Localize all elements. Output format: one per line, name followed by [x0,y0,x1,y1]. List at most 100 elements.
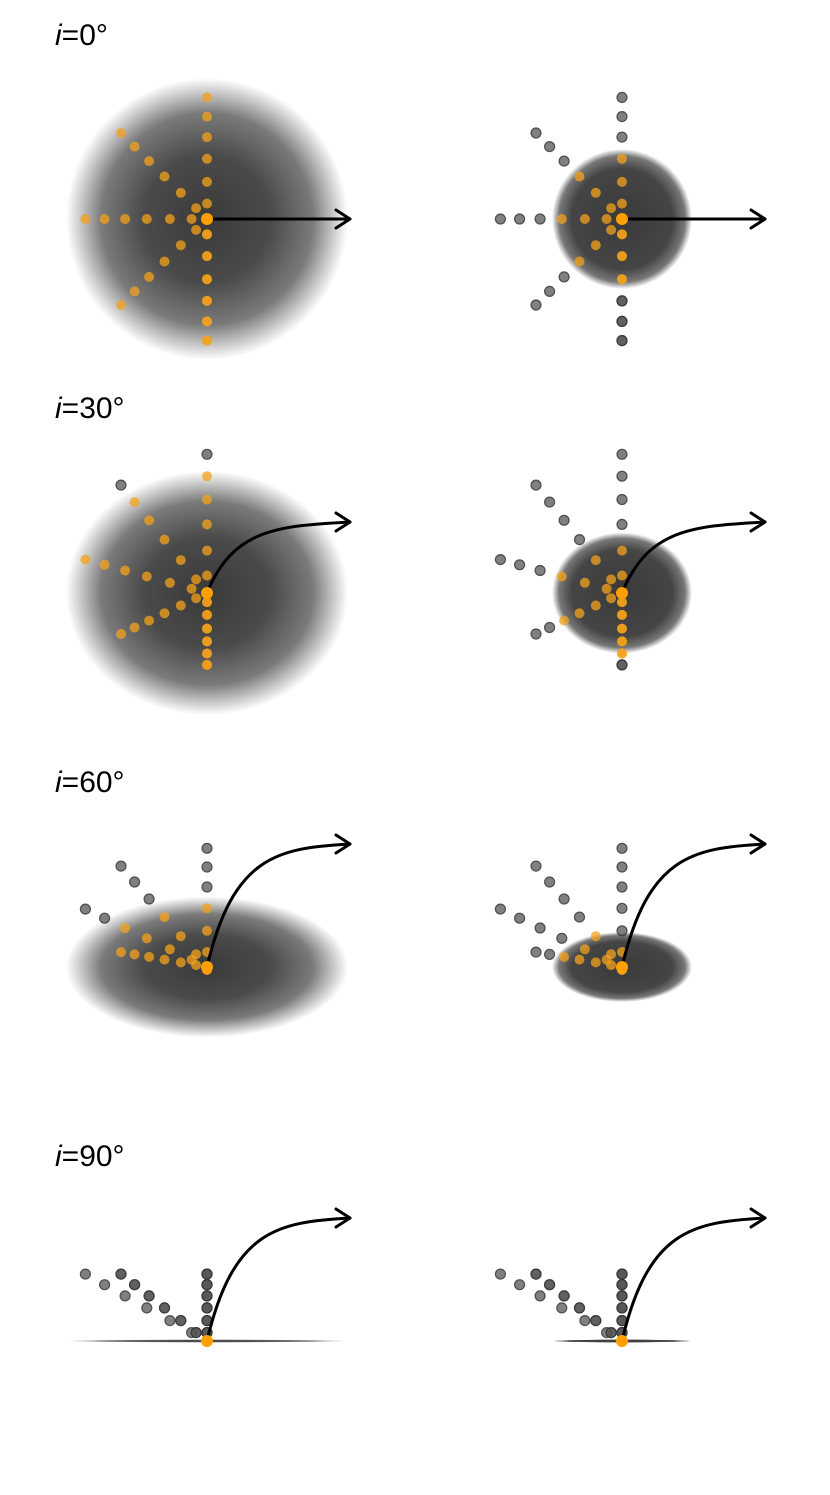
visible-point [590,240,601,251]
hidden-point [590,1314,602,1327]
hidden-point [543,948,556,961]
hidden-point [616,110,628,123]
visible-point [116,128,126,138]
hidden-point [115,479,127,491]
hidden-point [98,912,111,924]
hidden-point [534,564,546,577]
arrowhead [749,208,767,230]
panel [66,448,352,716]
arrowhead [334,208,352,230]
hidden-point [534,213,546,225]
hidden-point [558,514,570,526]
hidden-point [616,1290,628,1302]
visible-point [202,545,212,556]
visible-point [606,574,617,585]
visible-point [202,636,212,647]
hidden-point [115,1268,127,1280]
origin-point [201,213,213,225]
visible-point [606,203,617,214]
hidden-point [556,1302,568,1314]
hidden-point [513,559,526,571]
hidden-point [143,893,155,905]
hidden-point [175,1314,187,1327]
arrowhead [749,511,767,533]
origin-point [616,961,628,973]
visible-point [559,951,570,962]
hidden-point [616,881,628,893]
visible-point [617,229,627,240]
arrowhead [749,1207,767,1229]
hidden-point [201,842,213,854]
hidden-point [616,1268,628,1280]
arrowhead [749,833,767,855]
hidden-point [129,876,141,888]
visible-point [129,622,140,633]
hidden-point [530,1268,542,1280]
arrowhead [334,833,352,855]
visible-point [159,608,170,619]
hidden-point [513,1279,526,1291]
direction-arrow [205,1216,352,1343]
visible-point [159,912,170,923]
visible-point [120,214,131,224]
row-label-i60: i=60° [55,766,125,799]
hidden-point [616,518,628,531]
hidden-point [201,448,213,460]
hidden-point [530,299,542,311]
visible-point [175,555,186,566]
hidden-point [616,925,628,937]
visible-point [191,593,202,604]
visible-point [202,903,212,914]
visible-point [129,949,140,960]
visible-point [175,600,186,611]
visible-point [191,203,202,214]
visible-point [141,933,152,944]
panel [494,448,767,671]
hidden-point [98,1279,111,1291]
hidden-point [143,1290,155,1302]
panel [494,1207,767,1347]
visible-point [606,960,617,971]
origin-point [201,961,213,973]
direction-arrow [205,842,352,969]
hidden-point [616,91,628,104]
hidden-point [616,493,628,506]
hidden-point [579,1314,591,1327]
visible-point [202,295,212,306]
visible-point [116,629,126,639]
visible-point [99,559,110,570]
panel [66,1207,352,1347]
panel [494,833,767,1002]
hidden-point [201,861,213,873]
visible-point [590,600,601,611]
visible-point [617,570,627,581]
hidden-point [558,893,570,905]
visible-point [202,648,212,659]
hidden-point [79,903,92,915]
visible-point [186,214,197,224]
row-label-i0: i=0° [55,19,108,52]
hidden-point [543,141,556,153]
visible-point [202,623,212,634]
visible-point [191,574,202,585]
hidden-point [201,1279,213,1291]
visible-point [202,274,212,285]
visible-point [617,623,627,634]
visible-point [175,957,186,968]
origin-point [201,587,213,599]
direction-arrow [620,842,767,969]
hidden-point [616,335,628,347]
visible-point [144,271,155,282]
hidden-point [530,628,542,640]
hidden-point [201,881,213,893]
hidden-point [164,1314,176,1327]
visible-point [202,494,212,505]
panels [66,78,767,1347]
visible-point [617,597,627,608]
row-label-i30: i=30° [55,392,125,425]
hidden-point [115,860,127,872]
visible-point [144,951,155,962]
direction-arrow [620,1216,767,1343]
panel [66,833,352,1038]
